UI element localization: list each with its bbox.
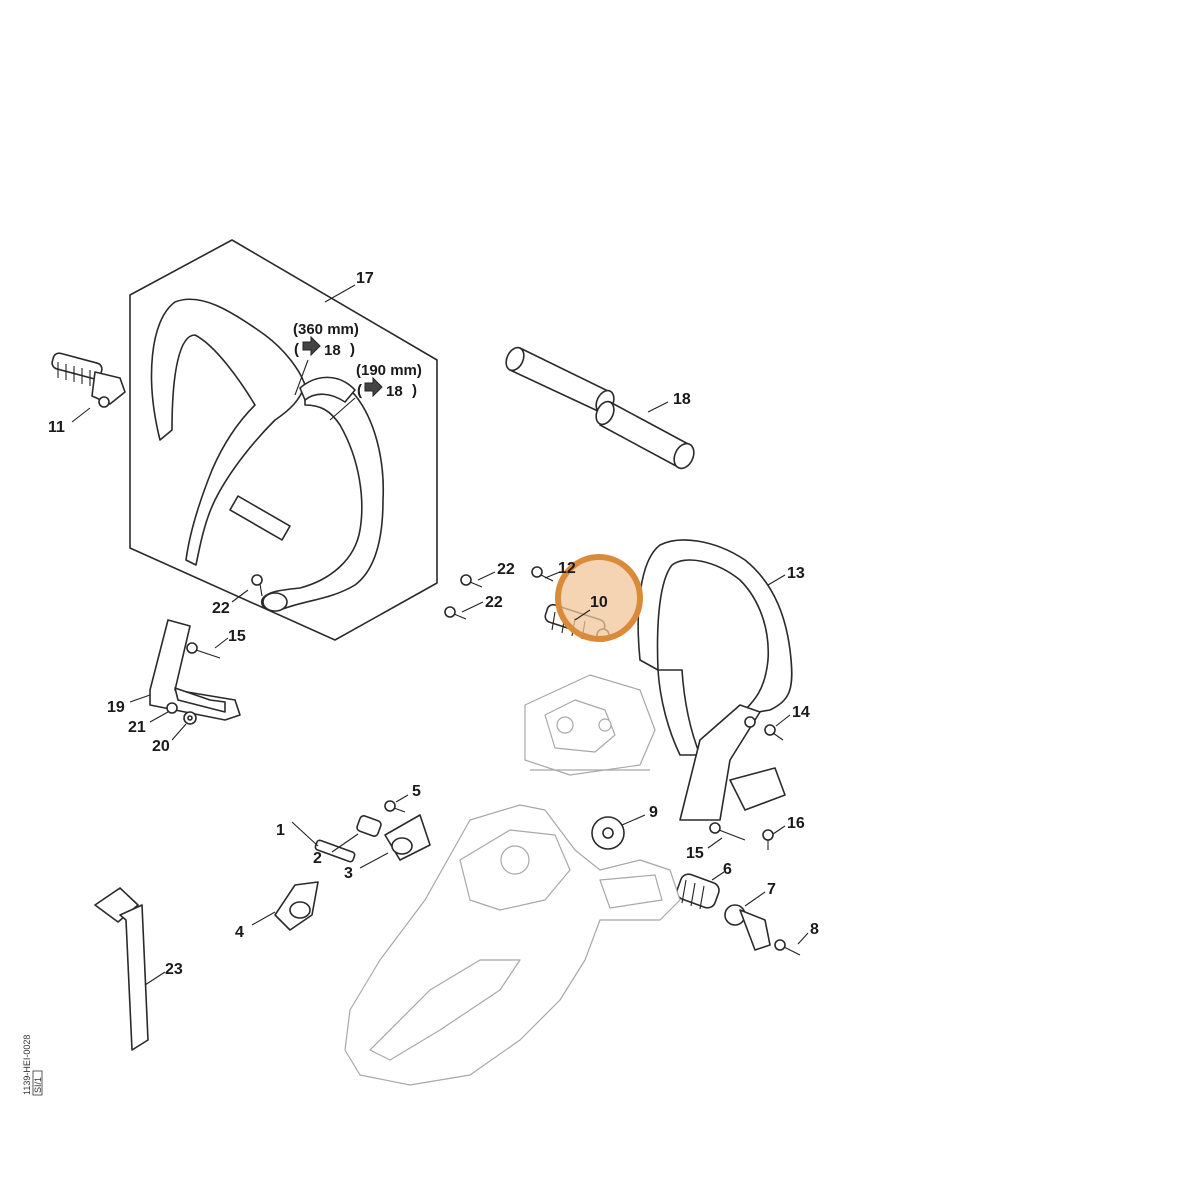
cover-4: [274, 881, 319, 931]
label-16: 16: [787, 815, 805, 832]
screw-21: [166, 702, 178, 714]
spring-6: [676, 873, 720, 910]
label-9: 9: [649, 804, 658, 821]
note-360-paren-open: (: [294, 341, 299, 358]
label-7: 7: [767, 881, 776, 898]
label-3: 3: [344, 865, 353, 882]
label-22c: 22: [212, 600, 230, 617]
label-14: 14: [792, 704, 810, 721]
arrow-right-icon: [302, 335, 321, 357]
bushing-2: [356, 815, 382, 837]
label-4: 4: [235, 924, 244, 941]
callout-labels: 17 11 18 13 12 10 22 22 22 15 19 21 20 1…: [48, 270, 819, 978]
drawing-reference: 1139-HEI-0028 SI/1: [22, 1035, 43, 1096]
note-360-ref: 18: [324, 342, 341, 359]
screw-15-left: [186, 642, 221, 659]
label-17: 17: [356, 270, 374, 287]
label-18: 18: [673, 391, 691, 408]
leader-lines: [71, 284, 809, 986]
wrench-23: [94, 887, 149, 1051]
note-190-ref: 18: [386, 383, 403, 400]
highlight-circle: [555, 554, 643, 642]
label-13: 13: [787, 565, 805, 582]
screw-22-b: [444, 606, 467, 620]
housing-ghost: [344, 804, 681, 1086]
screw-22-a: [460, 574, 483, 588]
gear-9: [591, 816, 625, 850]
label-21: 21: [128, 719, 146, 736]
drawing-ref-code: 1139-HEI-0028: [22, 1035, 32, 1095]
label-2: 2: [313, 850, 322, 867]
buffer-7: [724, 904, 771, 951]
screw-12: [531, 566, 554, 582]
label-12: 12: [558, 560, 576, 577]
note-360-length: (360 mm): [293, 321, 359, 338]
kit-box-17: [129, 239, 438, 641]
note-190-length: (190 mm): [356, 362, 422, 379]
washer-20: [183, 711, 197, 725]
label-22b: 22: [485, 594, 503, 611]
label-20: 20: [152, 738, 170, 755]
screw-5: [384, 800, 406, 813]
label-6: 6: [723, 861, 732, 878]
label-5: 5: [412, 783, 421, 800]
note-190-paren-close: ): [412, 382, 417, 399]
grip-hose-18: [505, 346, 695, 470]
arrow-right-icon: [364, 376, 383, 398]
screw-22-left: [251, 574, 263, 597]
screw-8: [774, 939, 801, 956]
note-190: (190 mm) ( 18 ): [356, 362, 422, 400]
drawing-ref-sheet: SI/1: [33, 1077, 43, 1093]
label-15a: 15: [228, 628, 246, 645]
cover-3: [384, 814, 431, 861]
screw-14: [764, 724, 784, 741]
label-11: 11: [48, 419, 65, 436]
label-22a: 22: [497, 561, 515, 578]
av-spring-11: [51, 352, 126, 408]
note-190-paren-open: (: [357, 382, 362, 399]
label-23: 23: [165, 961, 183, 978]
note-360: (360 mm) ( 18 ): [293, 321, 359, 359]
screw-15-right: [709, 822, 746, 841]
engine-ghost-top: [524, 674, 656, 776]
label-8: 8: [810, 921, 819, 938]
label-19: 19: [107, 699, 125, 716]
wrap-handle-17: [150, 298, 385, 612]
bracket-19: [149, 619, 241, 721]
label-1: 1: [276, 822, 285, 839]
screw-16: [762, 829, 774, 850]
label-15b: 15: [686, 845, 704, 862]
label-10: 10: [590, 594, 608, 611]
note-360-paren-close: ): [350, 341, 355, 358]
handlebar-13: [637, 539, 793, 821]
